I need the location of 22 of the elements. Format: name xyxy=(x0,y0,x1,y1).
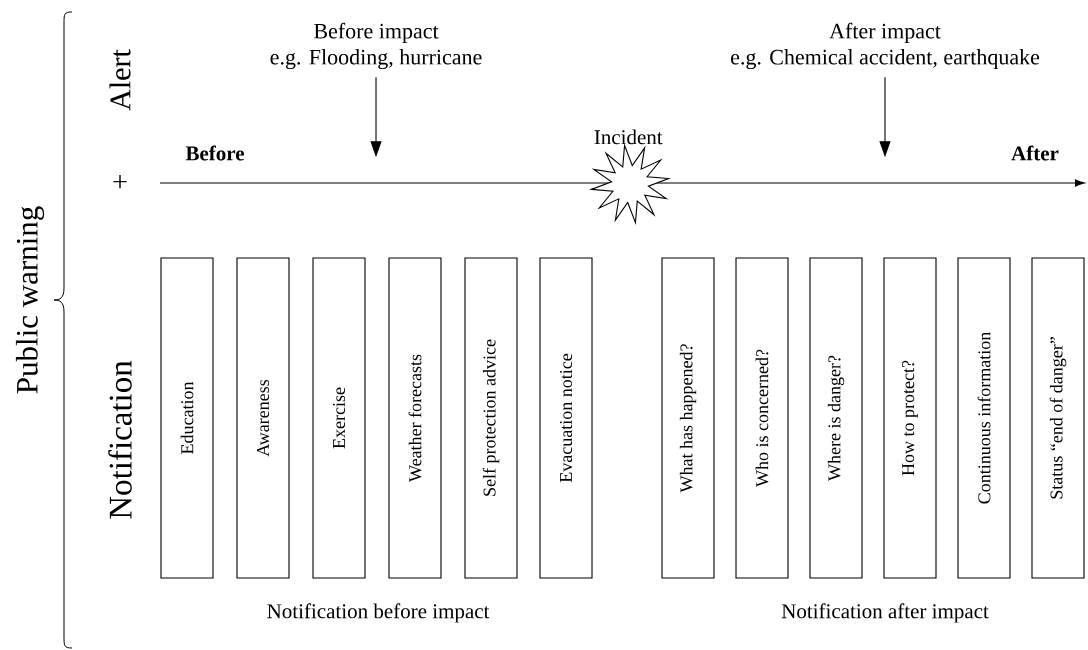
notification-box: Who is concerned? xyxy=(735,257,789,579)
notification-box: What has happened? xyxy=(661,257,715,579)
notification-box: Awareness xyxy=(236,257,290,579)
annotation-text: After impact e.g. Chemical accident, earthquake xyxy=(731,22,1040,70)
caption-text: Incident xyxy=(594,129,663,145)
axis-label: After xyxy=(1011,145,1059,161)
label-text: + xyxy=(113,175,127,189)
notification-box: Continuous information xyxy=(957,257,1011,579)
notification-box: Education xyxy=(160,257,214,579)
notification-box: How to protect? xyxy=(883,257,937,579)
notification-box: Self protection advice xyxy=(464,257,518,579)
notification-box: Status “end of danger” xyxy=(1031,257,1085,579)
notification-box: Weather forecasts xyxy=(388,257,442,579)
notification-box: Where is danger? xyxy=(809,257,863,579)
label-text: Public warning xyxy=(15,206,45,394)
label-text: Notification after impact xyxy=(781,603,989,623)
notification-box: Evacuation notice xyxy=(539,257,593,579)
axis-label: Before xyxy=(185,145,244,161)
annotation-text: Before impact e.g. Flooding, hurricane xyxy=(270,22,482,70)
label-text: Notification before impact xyxy=(267,603,490,623)
label-text: Alert xyxy=(109,49,131,111)
notification-box: Exercise xyxy=(312,257,366,579)
